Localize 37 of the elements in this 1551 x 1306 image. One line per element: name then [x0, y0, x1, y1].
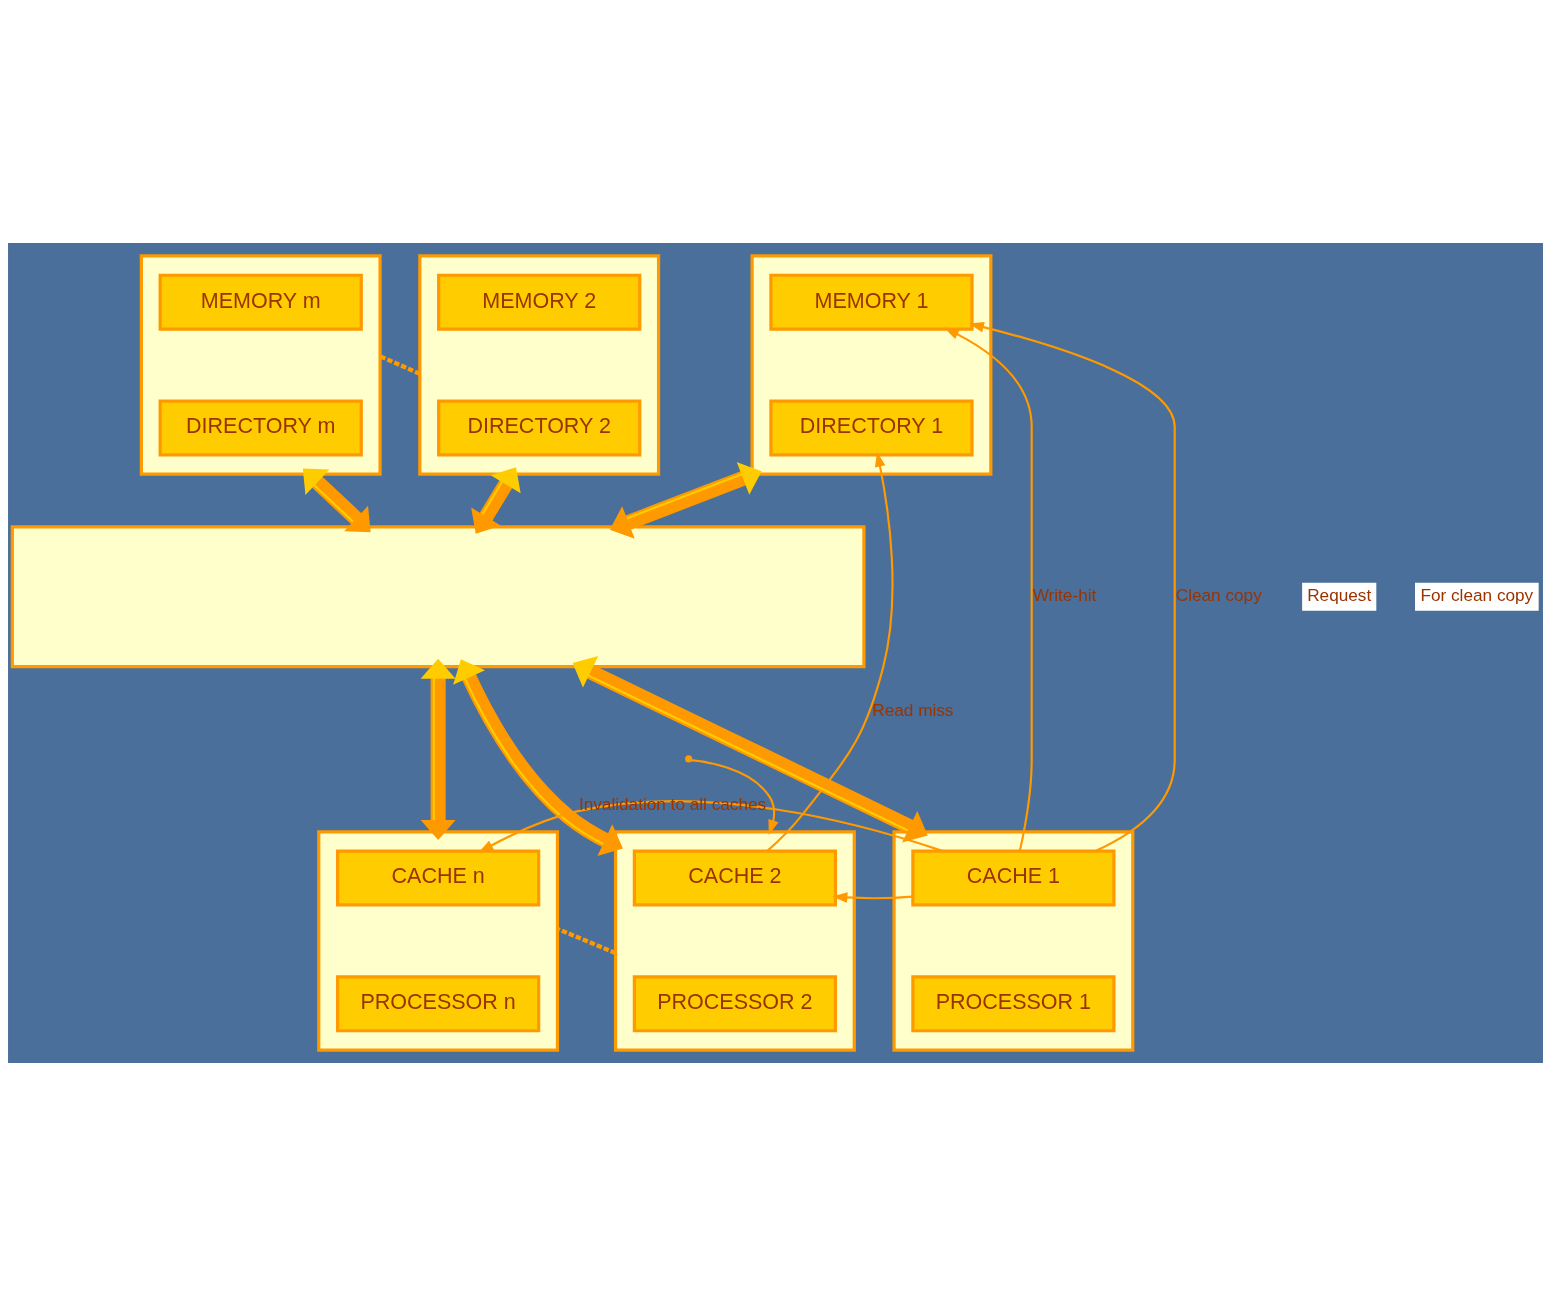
- arrow: [572, 656, 928, 843]
- arrow: [453, 659, 623, 856]
- arrow: [471, 467, 521, 534]
- arrow: [420, 658, 456, 840]
- edge-label: Clean copy: [1175, 584, 1262, 605]
- cluster: [892, 830, 1135, 1052]
- node-box: PROCESSOR n: [336, 975, 541, 1033]
- cluster: [613, 830, 856, 1052]
- connector: [556, 926, 617, 956]
- node-box: MEMORY 1: [769, 273, 974, 331]
- node-box: MEMORY m: [158, 273, 363, 331]
- node-box: DIRECTORY 2: [437, 399, 642, 457]
- label: For clean copy: [1420, 584, 1534, 605]
- cluster: [750, 254, 993, 476]
- arrow: [766, 451, 894, 852]
- connector: [379, 354, 421, 376]
- cluster: [317, 830, 560, 1052]
- node-box: CACHE n: [336, 849, 541, 907]
- node-box: MEMORY 2: [437, 273, 642, 331]
- node-box: PROCESSOR 1: [911, 975, 1116, 1033]
- arrow: [943, 327, 1033, 852]
- node-box: CACHE 2: [632, 849, 838, 907]
- arrow: [832, 892, 913, 903]
- arrow: [609, 462, 762, 539]
- node-box: PROCESSOR 2: [632, 975, 838, 1033]
- node-bar: [10, 525, 866, 669]
- arrow: [968, 321, 1176, 852]
- arrow: [690, 759, 779, 835]
- edge-label: Write-hit: [1032, 584, 1097, 605]
- edge-label: Read miss: [872, 699, 954, 720]
- node-box: DIRECTORY m: [158, 399, 363, 457]
- label: Request: [1307, 584, 1372, 605]
- node-box: DIRECTORY 1: [769, 399, 974, 457]
- cluster: [139, 254, 382, 476]
- node-box: CACHE 1: [911, 849, 1116, 907]
- cluster: [418, 254, 661, 476]
- arrow: [302, 468, 371, 533]
